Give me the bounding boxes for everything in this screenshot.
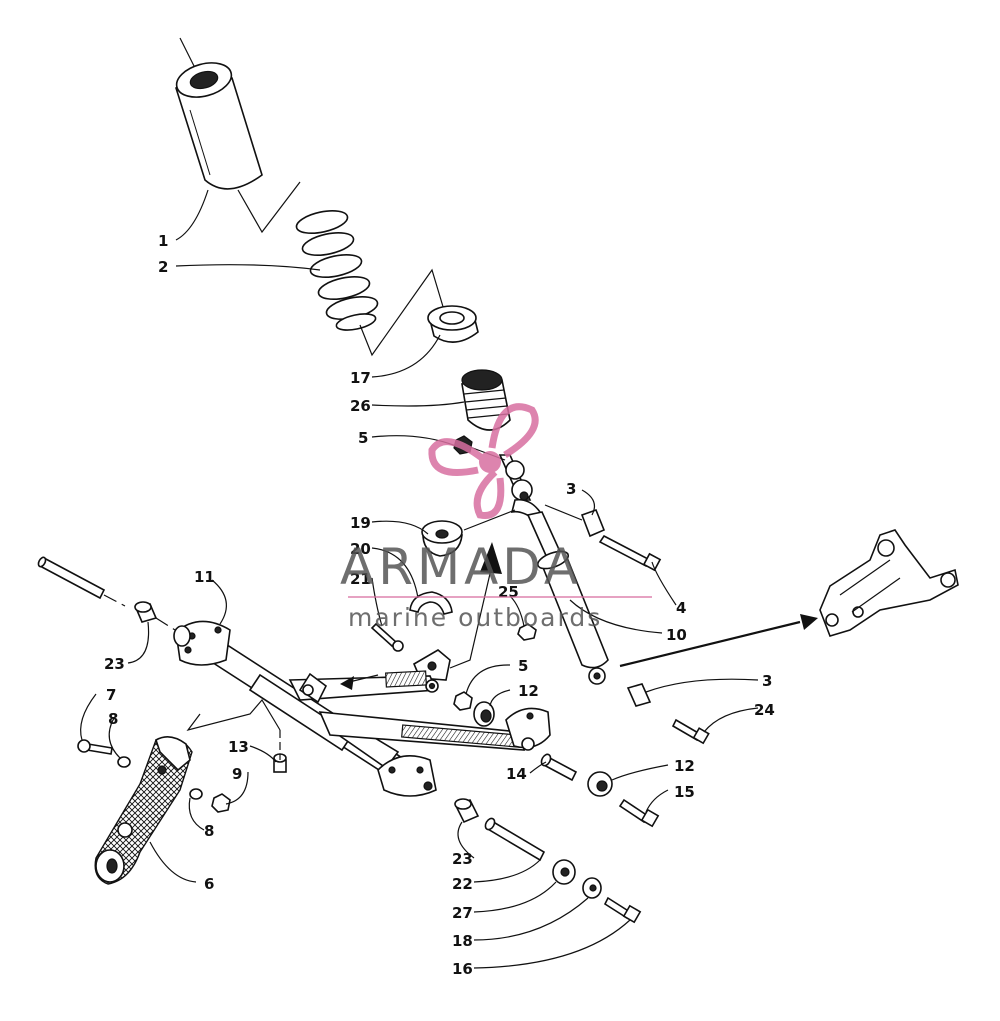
- callout-26: 26: [350, 397, 371, 415]
- callout-15: 15: [674, 783, 695, 801]
- bracket-inset: [819, 529, 959, 637]
- callout-13: 13: [228, 738, 249, 756]
- bushing-left: [134, 601, 158, 623]
- callout-3-upper: 3: [566, 480, 576, 498]
- callout-24: 24: [754, 701, 775, 719]
- callout-22: 22: [452, 875, 473, 893]
- washer-right: [189, 788, 203, 800]
- pitman-nut: [211, 793, 231, 813]
- bolt-upper: [598, 534, 662, 572]
- shock-body: [175, 37, 263, 190]
- callout-20: 20: [350, 540, 371, 558]
- callout-23-lower: 23: [452, 850, 473, 868]
- pin-22: [484, 817, 546, 862]
- pitman-bolt: [77, 739, 113, 755]
- nut-lower: [453, 691, 473, 711]
- bolt-16: [603, 896, 642, 924]
- callout-8-right: 8: [204, 822, 214, 840]
- callout-8-left: 8: [108, 710, 118, 728]
- bushing-lower: [626, 683, 652, 707]
- watermark-tagline: marine outboards: [348, 603, 602, 632]
- callout-21: 21: [350, 570, 371, 588]
- callout-23-left: 23: [104, 655, 125, 673]
- mount-cup: [421, 520, 463, 557]
- nut-25: [517, 623, 537, 641]
- washer-left: [117, 756, 131, 768]
- bushing-12-upper: [473, 701, 495, 727]
- bushing-upper: [580, 508, 606, 538]
- pivot-pin: [540, 753, 578, 782]
- callout-9: 9: [232, 765, 242, 783]
- callout-7: 7: [106, 686, 116, 704]
- callout-12-upper: 12: [518, 682, 539, 700]
- clamp-bolt: [370, 622, 404, 652]
- callout-16: 16: [452, 960, 473, 978]
- leader-lines: [80, 189, 759, 969]
- shock-lower-assembly: [498, 454, 609, 685]
- callout-5-upper: 5: [358, 429, 368, 447]
- callout-labels: 1 2 17 26 5 3 19 20 21 11 25 4 10 23 5 1…: [104, 232, 775, 978]
- armada-watermark: ARMADA marine outboards: [340, 403, 652, 632]
- callout-6: 6: [204, 875, 214, 893]
- callout-14: 14: [506, 765, 527, 783]
- spring: [295, 210, 379, 331]
- callout-17: 17: [350, 369, 371, 387]
- bolt-24: [671, 718, 710, 745]
- watermark-brand: ARMADA: [340, 538, 582, 596]
- spring-retainer: [427, 305, 479, 343]
- propeller-logo-icon: [428, 403, 539, 520]
- callout-12-lower: 12: [674, 757, 695, 775]
- bushing-23-lower: [454, 798, 480, 824]
- bolt-15: [618, 798, 660, 828]
- a-arm-frame: [173, 620, 551, 797]
- callout-27: 27: [452, 904, 473, 922]
- bushing-12-lower: [587, 771, 613, 797]
- callout-11: 11: [194, 568, 215, 586]
- callout-10: 10: [666, 626, 687, 644]
- washer-27: [552, 859, 576, 885]
- cross-shaft: [37, 556, 106, 600]
- callout-1: 1: [158, 232, 168, 250]
- callout-5-lower: 5: [518, 657, 528, 675]
- callout-2: 2: [158, 258, 168, 276]
- callout-19: 19: [350, 514, 371, 532]
- washer-18: [582, 877, 602, 899]
- pitman-arm: [94, 736, 193, 885]
- callout-3-lower: 3: [762, 672, 772, 690]
- callout-18: 18: [452, 932, 473, 950]
- callout-4: 4: [676, 599, 686, 617]
